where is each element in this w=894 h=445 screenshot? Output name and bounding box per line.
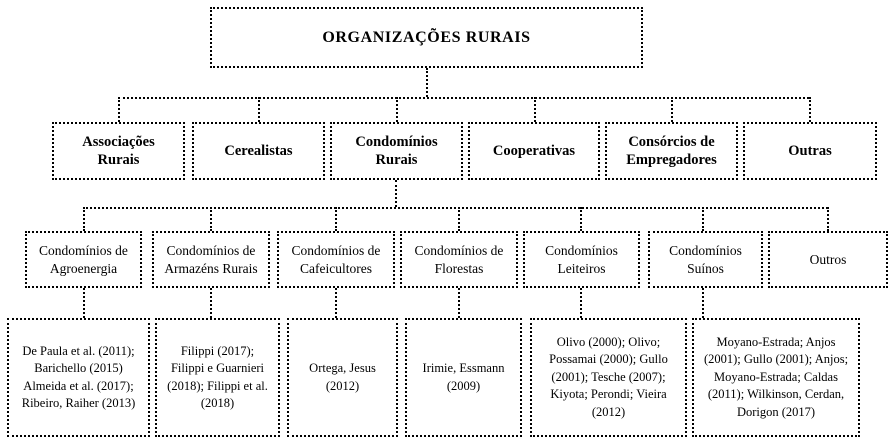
subcategory-box-agroenergia: Condomínios de Agroenergia	[25, 231, 142, 288]
connector-root-trunk	[426, 68, 428, 97]
category-box-cerealistas: Cerealistas	[192, 122, 325, 180]
connector-drop-condominios	[396, 97, 398, 122]
subcategory-box-cafeicultores: Condomínios de Cafeicultores	[277, 231, 395, 288]
category-box-consorcios-de-empregadores: Consórcios de Empregadores	[605, 122, 738, 180]
connector-refs-armazens	[210, 288, 212, 318]
references-box-agroenergia: De Paula et al. (2011); Barichello (2015…	[7, 318, 150, 437]
connector-drop-cooperativas	[534, 97, 536, 122]
root-box-organizacoes-rurais: ORGANIZAÇÕES RURAIS	[210, 7, 643, 68]
connector-drop-outros	[827, 207, 829, 231]
subcategory-box-outros: Outros	[768, 231, 888, 288]
references-box-florestas: Irimie, Essmann (2009)	[405, 318, 522, 437]
references-box-cafeicultores: Ortega, Jesus (2012)	[287, 318, 398, 437]
subcategory-box-florestas: Condomínios de Florestas	[400, 231, 518, 288]
subcategory-box-suinos: Condomínios Suínos	[648, 231, 763, 288]
category-box-condominios-rurais: Condomínios Rurais	[330, 122, 463, 180]
connector-drop-agroenergia	[83, 207, 85, 231]
connector-condominios-trunk	[395, 180, 397, 207]
connector-refs-agroenergia	[83, 288, 85, 318]
category-box-outras: Outras	[743, 122, 877, 180]
connector-refs-florestas	[458, 288, 460, 318]
connector-level3-rail	[83, 207, 828, 209]
subcategory-box-leiteiros: Condomínios Leiteiros	[523, 231, 640, 288]
connector-level2-rail	[118, 97, 809, 99]
connector-drop-florestas	[458, 207, 460, 231]
connector-drop-consorcios	[671, 97, 673, 122]
connector-drop-suinos	[702, 207, 704, 231]
connector-refs-cafeicultores	[335, 288, 337, 318]
connector-refs-leiteiros	[580, 288, 582, 318]
subcategory-box-armazens-rurais: Condomínios de Armazéns Rurais	[152, 231, 270, 288]
connector-drop-outras	[809, 97, 811, 122]
connector-refs-suinos	[702, 288, 704, 318]
category-box-associacoes-rurais: Associações Rurais	[52, 122, 185, 180]
references-box-armazens-rurais: Filippi (2017); Filippi e Guarnieri (201…	[155, 318, 280, 437]
connector-drop-leiteiros	[580, 207, 582, 231]
references-box-suinos: Moyano-Estrada; Anjos (2001); Gullo (200…	[692, 318, 860, 437]
references-box-leiteiros: Olivo (2000); Olivo; Possamai (2000); Gu…	[530, 318, 687, 437]
category-box-cooperativas: Cooperativas	[468, 122, 600, 180]
connector-drop-armazens	[210, 207, 212, 231]
connector-drop-cerealistas	[258, 97, 260, 122]
connector-drop-associacoes	[118, 97, 120, 122]
connector-drop-cafeicultores	[335, 207, 337, 231]
